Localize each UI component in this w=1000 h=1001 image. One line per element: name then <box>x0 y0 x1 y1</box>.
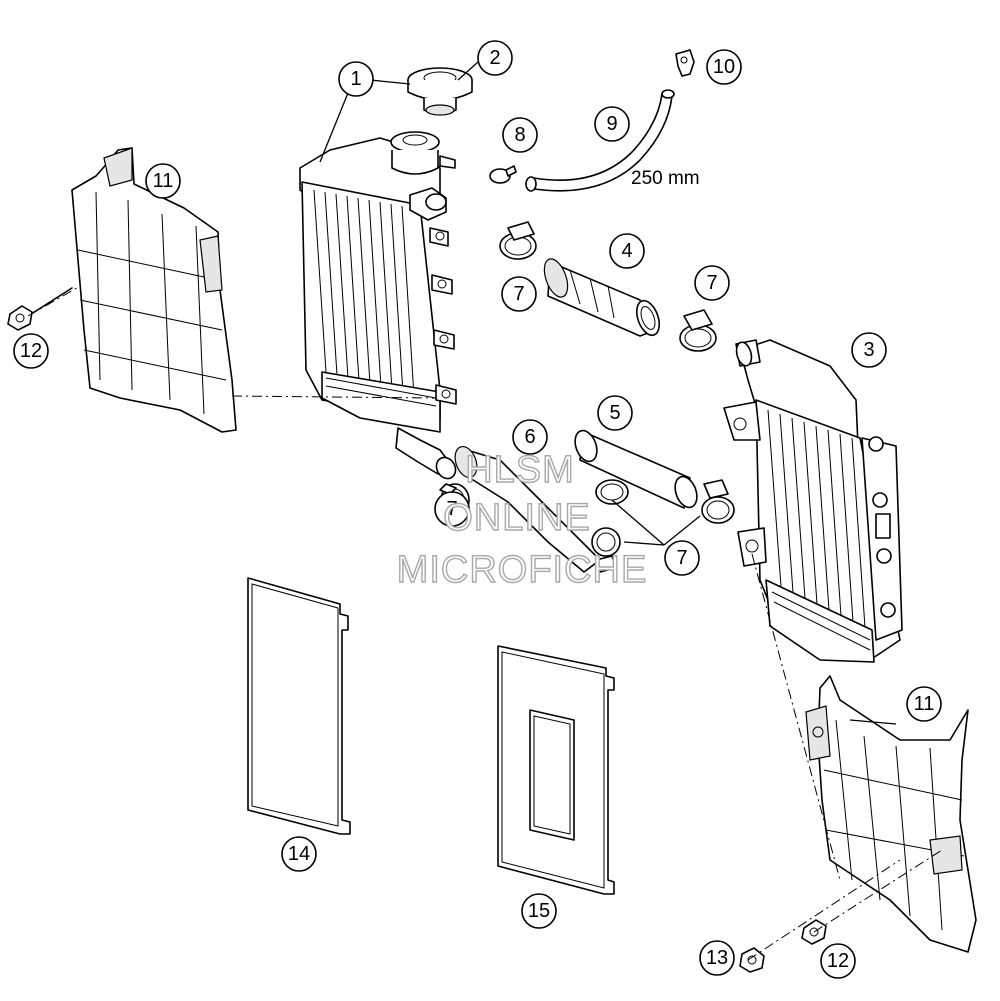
callout-14: 14 <box>281 836 317 872</box>
hose-length-label: 250 mm <box>631 168 700 189</box>
callout-7-lower-right: 7 <box>664 540 700 576</box>
callout-7-upper-left: 7 <box>501 276 537 312</box>
callout-1: 1 <box>338 61 374 97</box>
watermark-line-1: HLSM <box>465 449 575 491</box>
callout-label: 13 <box>706 947 728 969</box>
callout-3: 3 <box>851 332 887 368</box>
callout-label: 5 <box>609 402 620 424</box>
callout-12-right: 12 <box>820 943 856 979</box>
callout-label: 7 <box>446 498 457 520</box>
callout-13: 13 <box>699 940 735 976</box>
assembly-lines <box>27 285 943 961</box>
overflow-hose <box>525 89 675 192</box>
hose-clamp-small <box>489 165 517 184</box>
callout-10: 10 <box>706 49 742 85</box>
lower-hose-left <box>454 445 601 573</box>
radiator-shroud-right <box>805 675 977 953</box>
callout-11-left: 11 <box>145 163 181 199</box>
callout-2: 2 <box>477 40 513 76</box>
hose-clamp-upper-right <box>679 309 717 352</box>
screw-left <box>7 287 73 331</box>
callout-11-right: 11 <box>906 686 942 722</box>
callout-label: 9 <box>606 113 617 135</box>
hose-connector <box>543 258 661 337</box>
watermark-line-2: ONLINE <box>443 497 590 539</box>
callout-4: 4 <box>609 233 645 269</box>
radiator-guard-panel-plain <box>247 577 351 835</box>
lower-hose-right <box>574 429 698 509</box>
callout-7-upper-right: 7 <box>694 265 730 301</box>
hose-clamp-lower-3 <box>701 479 735 524</box>
callout-6: 6 <box>512 419 548 455</box>
callout-label: 12 <box>827 950 849 972</box>
radiator-cap <box>407 67 473 116</box>
watermark: HLSM ONLINE MICROFICHE <box>396 448 648 591</box>
callout-label: 11 <box>914 693 935 715</box>
callout-label: 2 <box>489 47 500 69</box>
callout-9: 9 <box>594 106 630 142</box>
callout-label: 7 <box>513 283 524 305</box>
callout-label: 3 <box>863 339 874 361</box>
callout-12-left: 12 <box>13 333 49 369</box>
callout-label: 4 <box>621 240 632 262</box>
right-radiator <box>723 339 903 663</box>
left-radiator <box>299 131 457 480</box>
nut-lower <box>739 947 765 973</box>
callout-label: 7 <box>706 272 717 294</box>
callout-label: 8 <box>514 124 525 146</box>
radiator-shroud-left <box>71 147 237 433</box>
radiator-guard-panel-window <box>497 645 615 895</box>
hose-clamp-upper-left <box>499 221 537 260</box>
hose-clamp-lower-4 <box>591 527 621 573</box>
hose-end-fitting <box>675 49 695 77</box>
callout-label: 15 <box>528 900 550 922</box>
callout-label: 7 <box>676 547 687 569</box>
hose-clamp-lower-2 <box>595 479 629 505</box>
callout-15: 15 <box>521 893 557 929</box>
callout-5: 5 <box>597 395 633 431</box>
callout-label: 6 <box>524 426 535 448</box>
callout-label: 10 <box>713 56 735 78</box>
callout-label: 1 <box>350 68 361 90</box>
callout-label: 12 <box>20 340 42 362</box>
callout-8: 8 <box>502 117 538 153</box>
callout-label: 14 <box>288 843 310 865</box>
callout-label: 11 <box>153 170 174 192</box>
callout-7-lower-left: 7 <box>434 491 470 527</box>
watermark-line-3: MICROFICHE <box>397 549 648 591</box>
